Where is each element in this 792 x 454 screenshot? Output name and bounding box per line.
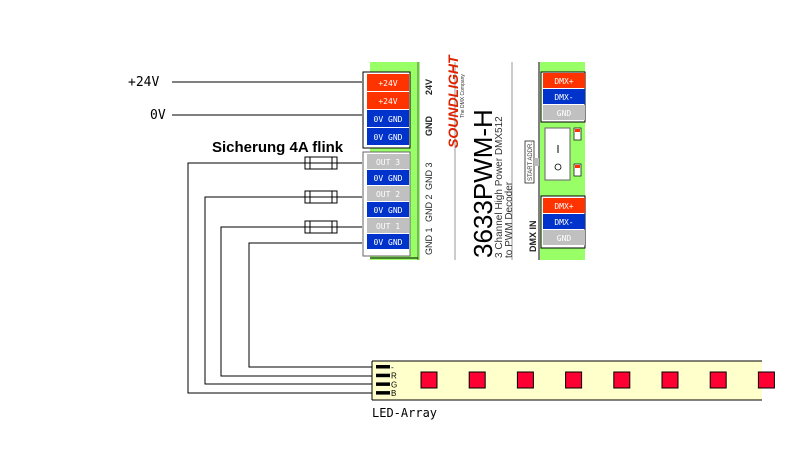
led-6 (661, 371, 679, 389)
led-pin-2: R (376, 372, 397, 381)
svg-text:OUT 2: OUT 2 (376, 190, 400, 199)
power-terminal-cell-1: +24V (367, 74, 409, 91)
fuse-label: Sicherung 4A flink (212, 139, 344, 156)
dmx-in-label: DMX IN (528, 221, 538, 253)
output-terminal-cell-2: 0V GND (367, 170, 409, 185)
svg-text:+24V: +24V (378, 97, 397, 106)
svg-text:DMX+: DMX+ (554, 202, 573, 211)
dmx-bottom-cell-2: DMX- (543, 214, 585, 229)
svg-text:OUT 3: OUT 3 (376, 158, 400, 167)
led-5 (613, 371, 631, 389)
led-2 (468, 371, 486, 389)
svg-text:DMX-: DMX- (554, 218, 573, 227)
svg-text:+24V: +24V (378, 79, 397, 88)
wire-gnd (248, 242, 376, 368)
led-3 (516, 371, 534, 389)
model-name: 3633PWM-H (468, 109, 498, 258)
svg-text:0V GND: 0V GND (374, 174, 403, 183)
svg-text:OUT 1: OUT 1 (376, 222, 400, 231)
model-desc2: to PWM Decoder (504, 181, 515, 258)
svg-text:B: B (391, 389, 396, 398)
wire-out1 (220, 226, 376, 377)
fuse-out3 (304, 156, 338, 170)
dmx-top-cell-3: GND (543, 105, 585, 120)
led-array-label: LED-Array (372, 406, 437, 420)
power-switch[interactable] (544, 127, 571, 181)
led-4 (565, 371, 583, 389)
decoder-device: +24V +24V 0V GND 0V GND OUT 3 0V GND OUT 2 0V … (362, 54, 586, 260)
start-address-button[interactable]: START ADDR. (524, 140, 539, 184)
fuse-out2 (304, 190, 338, 204)
svg-text:0V GND: 0V GND (374, 238, 403, 247)
output-terminal-cell-6: 0V GND (367, 234, 409, 249)
jumper-1[interactable] (573, 163, 582, 177)
brand-logo: SOUNDLIGHT (445, 54, 461, 148)
svg-text:0V GND: 0V GND (374, 115, 403, 124)
svg-text:DMX+: DMX+ (554, 77, 573, 86)
dmx-bottom-cell-3: GND (543, 230, 585, 245)
wire-out3 (187, 162, 376, 394)
brand-subtitle: The DMX Company (460, 74, 466, 118)
plus24v-label: +24V (128, 75, 159, 90)
label-gnd3: GND 3 (424, 162, 434, 190)
led-8 (757, 371, 775, 389)
wire-out2 (204, 196, 376, 385)
jumper-2[interactable] (573, 127, 582, 141)
dmx-top-cell-1: DMX+ (543, 73, 585, 88)
led-7 (709, 371, 727, 389)
label-gnd: GND (424, 116, 434, 137)
dmx-bottom-cell-1: DMX+ (543, 198, 585, 213)
power-terminal-cell-3: 0V GND (367, 110, 409, 127)
led-pin-4: B (376, 389, 396, 398)
svg-text:0V GND: 0V GND (374, 206, 403, 215)
fuse-out1 (304, 220, 338, 234)
led-array: -RGB (371, 360, 775, 401)
model-desc1: 3 Channel High Power DMX512 (494, 116, 505, 258)
output-terminal-cell-3: OUT 2 (367, 186, 409, 201)
svg-text:DMX-: DMX- (554, 93, 573, 102)
svg-text:-: - (391, 363, 394, 372)
svg-text:GND: GND (557, 234, 572, 243)
zero-v-label: 0V (150, 108, 166, 123)
led-1 (420, 371, 438, 389)
label-24v: 24V (424, 79, 434, 95)
svg-text:START ADDR.: START ADDR. (528, 142, 534, 181)
led-pin-3: G (376, 380, 397, 389)
label-gnd2: GND 2 (424, 194, 434, 222)
output-terminal-cell-4: 0V GND (367, 202, 409, 217)
output-terminal-cell-5: OUT 1 (367, 218, 409, 233)
dmx-top-cell-2: DMX- (543, 89, 585, 104)
power-terminal-cell-4: 0V GND (367, 128, 409, 145)
power-terminal-cell-2: +24V (367, 92, 409, 109)
svg-text:0V GND: 0V GND (374, 133, 403, 142)
svg-text:R: R (391, 372, 397, 381)
svg-text:GND: GND (557, 109, 572, 118)
label-gnd1: GND 1 (424, 227, 434, 255)
output-terminal-cell-1: OUT 3 (367, 154, 409, 169)
svg-text:G: G (391, 380, 397, 389)
led-pin-1: - (376, 363, 394, 372)
